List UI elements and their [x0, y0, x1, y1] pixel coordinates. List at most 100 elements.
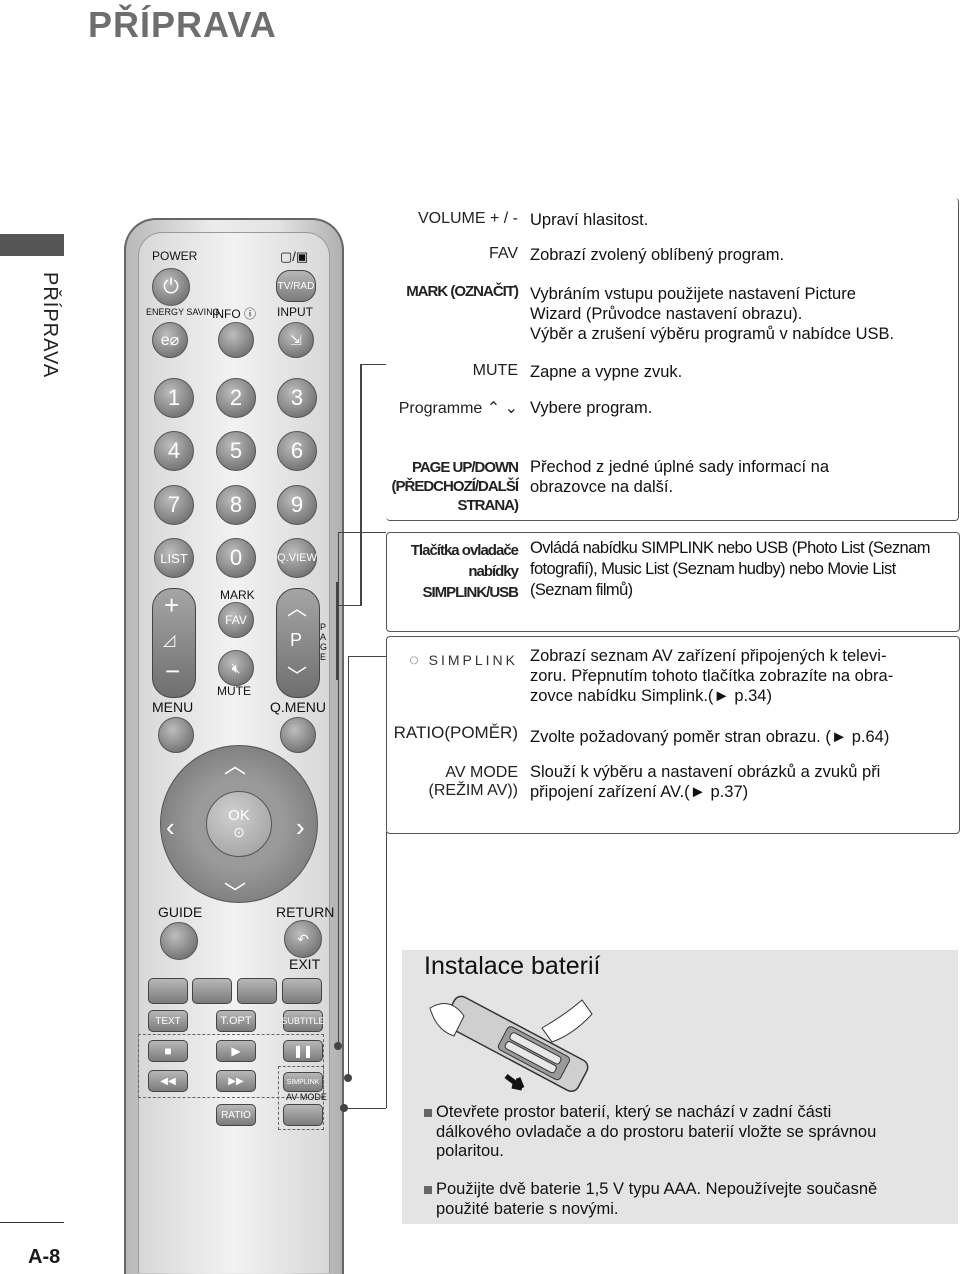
nav-up-icon: ︿	[224, 753, 247, 778]
play-button[interactable]: ▶	[216, 1040, 256, 1062]
label-av-mode: AV MODE (REŽIM AV))	[428, 764, 518, 799]
qmenu-button[interactable]	[280, 717, 316, 753]
rewind-button[interactable]: ◀◀	[148, 1070, 188, 1092]
digit-5-button[interactable]: 5	[216, 431, 256, 471]
digit-9-button[interactable]: 9	[277, 485, 317, 525]
ratio-button[interactable]: RATIO	[216, 1104, 256, 1126]
color-button-4[interactable]	[282, 978, 322, 1004]
subtitle-button[interactable]: SUBTITLE	[282, 1010, 325, 1032]
label-programme: Programme ⌃ ⌄	[398, 400, 518, 417]
volume-rocker[interactable]	[152, 588, 196, 698]
digit-3-button[interactable]: 3	[277, 378, 317, 418]
section-side-label: PŘÍPRAVA	[39, 272, 61, 379]
digit-0-button[interactable]: 0	[216, 538, 256, 578]
nav-down-icon: ﹀	[224, 881, 247, 906]
ok-label: OK	[228, 807, 250, 824]
connector-usb-down	[338, 532, 339, 1042]
digit-6-button[interactable]: 6	[277, 431, 317, 471]
tv-rad-icon: ▢/▣	[280, 249, 309, 264]
connector-stub	[336, 605, 362, 606]
return-label: RETURN	[276, 904, 335, 920]
label-volume: VOLUME + / -	[417, 210, 518, 227]
connector-simplink-usb	[338, 532, 386, 533]
digit-7-button[interactable]: 7	[154, 485, 194, 525]
desc-volume: Upraví hlasitost.	[530, 211, 649, 229]
desc-page-updown: Přechod z jedné úplné sady informací na …	[530, 458, 830, 496]
connector-vertical	[360, 364, 362, 606]
list-button[interactable]: LIST	[154, 538, 194, 578]
desc-simplink: Zobrazí seznam AV zařízení připojených k…	[530, 647, 894, 705]
menu-button[interactable]	[158, 717, 194, 753]
desc-mark: Vybráním vstupu použijete nastavení Pict…	[530, 285, 895, 343]
simplink-av-group	[278, 1066, 324, 1130]
battery-title: Instalace baterií	[424, 952, 601, 980]
digit-4-button[interactable]: 4	[154, 431, 194, 471]
digit-1-button[interactable]: 1	[154, 378, 194, 418]
mute-button[interactable]: 🔇︎	[218, 650, 254, 686]
label-page-updown: PAGE UP/DOWN (PŘEDCHOZÍ/DALŠÍ STRANA)	[391, 459, 519, 514]
battery-paragraph-2: Použijte dvě baterie 1,5 V typu AAA. Nep…	[424, 1180, 924, 1219]
text-button[interactable]: TEXT	[148, 1010, 188, 1032]
simplink-button[interactable]: SIMPLINK	[283, 1072, 323, 1092]
qmenu-label: Q.MENU	[270, 699, 326, 715]
section-marker-bar	[0, 234, 64, 256]
desc-mute: Zapne a vypne zvuk.	[530, 363, 683, 381]
power-button[interactable]: ⏻	[152, 268, 190, 306]
return-button[interactable]: ↶	[284, 920, 322, 958]
battery-paragraph-1: Otevřete prostor baterií, který se nachá…	[424, 1103, 924, 1162]
simplink-logo-icon: ◌	[409, 652, 422, 669]
desc-simplink-usb: Ovládá nabídku SIMPLINK nebo USB (Photo …	[530, 539, 930, 599]
page-title: PŘÍPRAVA	[88, 4, 277, 45]
programme-up-icon: ︿	[287, 598, 307, 620]
pause-button[interactable]: ❚❚	[283, 1040, 323, 1062]
connector-top	[360, 364, 386, 365]
play-icon: ▶	[231, 1044, 241, 1058]
av-mode-label: AV MODE	[286, 1092, 327, 1102]
info-button[interactable]	[218, 322, 254, 358]
nav-left-icon: ‹	[166, 812, 175, 842]
connector-dot-ratio	[340, 1104, 348, 1112]
color-button-2[interactable]	[192, 978, 232, 1004]
guide-button[interactable]	[160, 922, 198, 960]
bullet-square-icon	[424, 1185, 432, 1194]
page-number: A-8	[28, 1246, 61, 1268]
connector-dot-usb	[334, 1042, 342, 1050]
ok-dot-icon: ⊙	[233, 824, 245, 840]
label-simplink-logo: ◌ SIMPLINK	[409, 652, 518, 669]
battery-illustration	[429, 995, 593, 1092]
connector-ratio-up	[386, 832, 387, 1108]
desc-programme: Vybere program.	[530, 399, 653, 417]
energy-saving-label: ENERGY SAVING	[146, 307, 220, 317]
av-mode-button[interactable]	[283, 1104, 323, 1126]
tv-rad-button[interactable]: TV/RAD	[276, 270, 316, 302]
desc-av-mode: Slouží k výběru a nastavení obrázků a zv…	[530, 763, 881, 801]
volume-up-icon: +	[164, 590, 180, 620]
fav-button[interactable]: FAV	[218, 602, 254, 638]
topt-button[interactable]: T.OPT	[216, 1010, 256, 1032]
label-mute: MUTE	[472, 362, 518, 379]
programme-rocker[interactable]	[276, 588, 320, 698]
page-vertical-label: P A G E	[320, 622, 328, 662]
forward-icon: ▶▶	[228, 1075, 244, 1087]
stop-button[interactable]: ■	[148, 1040, 188, 1062]
color-button-3[interactable]	[237, 978, 277, 1004]
color-button-1[interactable]	[148, 978, 188, 1004]
programme-down-icon: ﹀	[287, 666, 307, 688]
forward-button[interactable]: ▶▶	[216, 1070, 256, 1092]
energy-saving-button[interactable]: e⌀	[152, 322, 188, 358]
energy-saving-icon: e⌀	[160, 332, 180, 349]
digit-2-button[interactable]: 2	[216, 378, 256, 418]
power-icon: ⏻	[163, 275, 179, 298]
input-button[interactable]: ⇲	[278, 322, 314, 358]
label-fav: FAV	[488, 245, 518, 262]
ok-button[interactable]: OK ⊙	[206, 791, 272, 857]
info-label: INFO ⓘ	[212, 307, 256, 321]
connector-ratio	[344, 1108, 386, 1109]
volume-wedge-icon: ◿	[163, 632, 176, 649]
rewind-icon: ◀◀	[160, 1075, 176, 1087]
qview-button[interactable]: Q.VIEW	[277, 538, 317, 578]
mute-icon: 🔇︎	[231, 659, 241, 676]
connector-simplink	[348, 656, 386, 657]
digit-8-button[interactable]: 8	[216, 485, 256, 525]
label-ratio: RATIO(POMĚR)	[393, 723, 518, 742]
